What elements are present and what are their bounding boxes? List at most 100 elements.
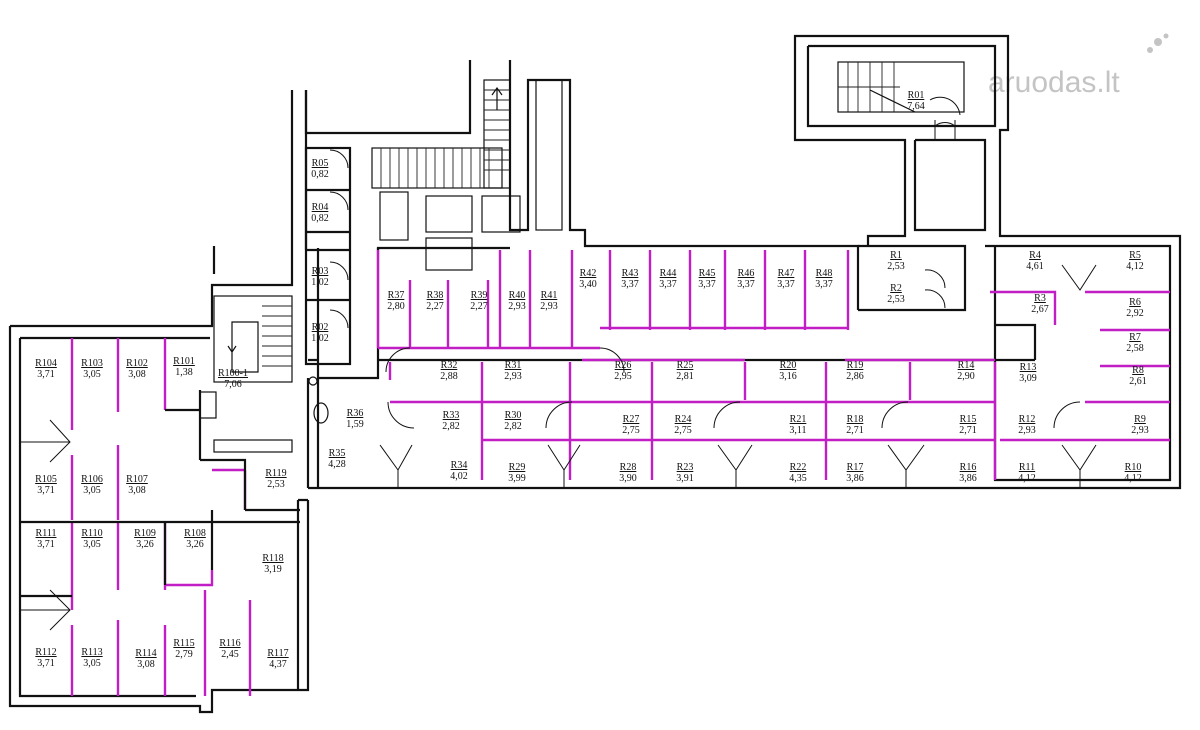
room-id: R23 <box>677 462 694 473</box>
room-id: R47 <box>778 268 795 279</box>
room-area: 2,93 <box>1131 425 1149 436</box>
room-r10: R104,12 <box>1124 462 1142 484</box>
room-area: 2,93 <box>1018 425 1036 436</box>
room-r100-1: R100-17,06 <box>218 368 248 390</box>
room-id: R43 <box>622 268 639 279</box>
room-area: 3,37 <box>698 279 716 290</box>
room-id: R109 <box>134 528 156 539</box>
room-area: 2,71 <box>846 425 864 436</box>
room-area: 4,28 <box>328 459 346 470</box>
room-area: 2,75 <box>622 425 640 436</box>
room-id: R102 <box>126 358 148 369</box>
room-area: 3,19 <box>264 564 282 575</box>
room-area: 3,37 <box>815 279 833 290</box>
room-area: 3,09 <box>1019 373 1037 384</box>
room-id: R40 <box>509 290 526 301</box>
room-id: R39 <box>471 290 488 301</box>
room-id: R2 <box>890 283 902 294</box>
room-id: R21 <box>790 414 807 425</box>
room-area: 3,86 <box>846 473 864 484</box>
room-area: 2,58 <box>1126 343 1144 354</box>
room-area: 2,61 <box>1129 376 1147 387</box>
room-area: 3,16 <box>779 371 797 382</box>
room-area: 3,26 <box>186 539 204 550</box>
room-area: 2,93 <box>504 371 522 382</box>
room-area: 3,71 <box>37 369 55 380</box>
room-area: 2,27 <box>470 301 488 312</box>
room-r8: R82,61 <box>1129 365 1147 387</box>
room-id: R25 <box>677 360 694 371</box>
room-id: R9 <box>1134 414 1146 425</box>
room-id: R19 <box>847 360 864 371</box>
room-id: R103 <box>81 358 103 369</box>
room-id: R105 <box>35 474 57 485</box>
room-area: 7,06 <box>224 379 242 390</box>
room-area: 3,08 <box>137 659 155 670</box>
room-id: R115 <box>173 638 194 649</box>
room-area: 2,90 <box>957 371 975 382</box>
room-r5: R54,12 <box>1126 250 1144 272</box>
room-area: 2,86 <box>846 371 864 382</box>
room-area: 3,91 <box>676 473 694 484</box>
room-area: 2,75 <box>674 425 692 436</box>
room-id: R111 <box>36 528 57 539</box>
room-id: R11 <box>1019 462 1035 473</box>
room-area: 2,53 <box>267 479 285 490</box>
room-id: R107 <box>126 474 148 485</box>
room-id: R3 <box>1034 293 1046 304</box>
room-id: R7 <box>1129 332 1141 343</box>
room-area: 2,81 <box>676 371 694 382</box>
room-id: R38 <box>427 290 444 301</box>
room-id: R12 <box>1019 414 1036 425</box>
room-area: 3,08 <box>128 369 146 380</box>
room-id: R8 <box>1132 365 1144 376</box>
room-area: 3,08 <box>128 485 146 496</box>
room-id: R13 <box>1020 362 1037 373</box>
room-r7: R72,58 <box>1126 332 1144 354</box>
room-area: 3,90 <box>619 473 637 484</box>
room-area: 2,88 <box>440 371 458 382</box>
room-id: R27 <box>623 414 640 425</box>
room-id: R119 <box>265 468 286 479</box>
room-id: R24 <box>675 414 692 425</box>
room-id: R04 <box>312 202 329 213</box>
room-id: R17 <box>847 462 864 473</box>
room-area: 0,82 <box>311 213 329 224</box>
room-r3: R32,67 <box>1031 293 1049 315</box>
room-area: 2,79 <box>175 649 193 660</box>
room-id: R01 <box>908 90 925 101</box>
room-area: 3,37 <box>777 279 795 290</box>
room-r9: R92,93 <box>1131 414 1149 436</box>
room-id: R42 <box>580 268 597 279</box>
room-id: R31 <box>505 360 522 371</box>
room-area: 3,05 <box>83 369 101 380</box>
room-area: 4,12 <box>1124 473 1142 484</box>
room-id: R101 <box>173 356 195 367</box>
room-id: R118 <box>262 553 283 564</box>
